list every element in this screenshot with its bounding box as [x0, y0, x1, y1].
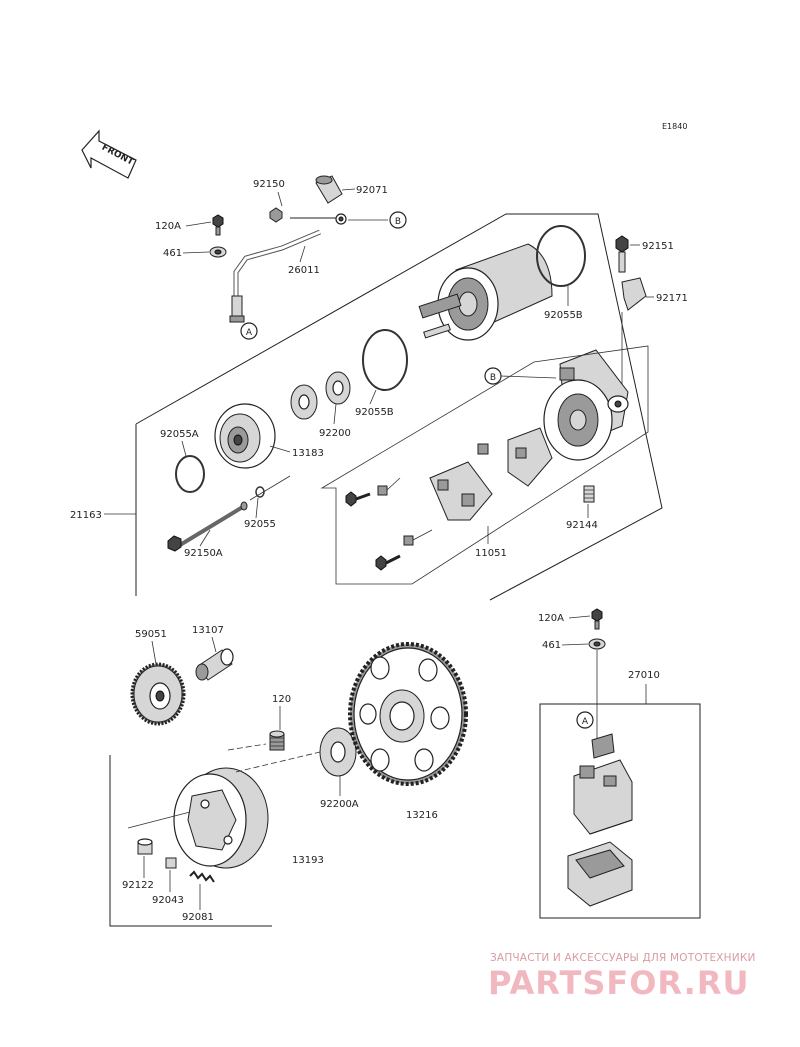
label-120a-bottom: 120A [538, 613, 564, 624]
label-120: 120 [272, 694, 291, 705]
label-92144: 92144 [566, 520, 598, 531]
label-13193: 13193 [292, 855, 324, 866]
spring-92081 [189, 870, 215, 883]
label-92055: 92055 [244, 519, 276, 530]
label-13216: 13216 [406, 810, 438, 821]
shaft-13107 [195, 648, 234, 681]
label-92122: 92122 [122, 880, 154, 891]
washer-92200a [319, 727, 357, 777]
motor-yoke [418, 243, 553, 341]
ref-circle-a-top [240, 322, 258, 340]
gear-13216 [348, 642, 468, 786]
shim-92200 [290, 371, 351, 420]
brush-holder-11051 [429, 427, 553, 521]
label-13107: 13107 [192, 625, 224, 636]
label-59051: 59051 [135, 629, 167, 640]
oring-92055a [175, 455, 205, 493]
label-13183: 13183 [292, 448, 324, 459]
bolt-92151 [615, 235, 629, 273]
ref-circle-b-top [389, 211, 407, 229]
ref-b-top: B [395, 217, 401, 227]
bolt-120a-top [212, 214, 224, 236]
ref-b-mid: B [490, 373, 496, 383]
label-461-bottom: 461 [542, 640, 561, 651]
rear-end-cover [543, 349, 629, 461]
label-92150a: 92150A [184, 548, 223, 559]
terminal-cap-92071 [315, 175, 343, 204]
oring-92055b-top [536, 225, 586, 287]
pin-92043 [165, 857, 177, 869]
label-92071: 92071 [356, 185, 388, 196]
oring-92055b-mid [362, 329, 408, 391]
brush-screws [345, 477, 433, 571]
label-120a-top: 120A [155, 221, 181, 232]
front-arrow-icon: FRONT [81, 129, 137, 179]
label-11051: 11051 [475, 548, 507, 559]
label-461-top: 461 [163, 248, 182, 259]
label-26011: 26011 [288, 265, 320, 276]
clutch-13193 [173, 767, 269, 869]
label-92043: 92043 [152, 895, 184, 906]
bolt-120a-bottom [591, 608, 603, 630]
gear-59051 [130, 662, 186, 726]
ref-a-top: A [246, 328, 253, 338]
label-92081: 92081 [182, 912, 214, 923]
watermark-brand: PARTSFOR.RU [488, 964, 750, 1002]
label-27010: 27010 [628, 670, 660, 681]
label-92055b-mid: 92055B [355, 407, 394, 418]
spring-92144 [583, 485, 595, 503]
starter-relay-27010 [573, 733, 633, 835]
label-92200: 92200 [319, 428, 351, 439]
bolt-120 [269, 730, 285, 751]
ref-circle-a-bottom [576, 711, 594, 729]
label-21163: 21163 [70, 510, 102, 521]
cable-26011 [229, 229, 321, 323]
nut-92150 [269, 207, 283, 223]
bracket-92171 [621, 277, 647, 311]
long-bolt-92150a [167, 501, 248, 552]
label-92151: 92151 [642, 241, 674, 252]
ref-a-bottom: A [582, 717, 589, 727]
label-92055a: 92055A [160, 429, 199, 440]
label-92171: 92171 [656, 293, 688, 304]
watermark-caption: ЗАПЧАСТИ И АКСЕССУАРЫ ДЛЯ МОТОТЕХНИКИ [490, 952, 756, 964]
roller-92122 [137, 838, 153, 855]
label-92200a: 92200A [320, 799, 359, 810]
relay-rubber-cover [567, 841, 633, 907]
label-92055b-top: 92055B [544, 310, 583, 321]
front-cover-13183 [214, 403, 276, 469]
label-92150: 92150 [253, 179, 285, 190]
diagram-code: E1840 [662, 122, 687, 131]
